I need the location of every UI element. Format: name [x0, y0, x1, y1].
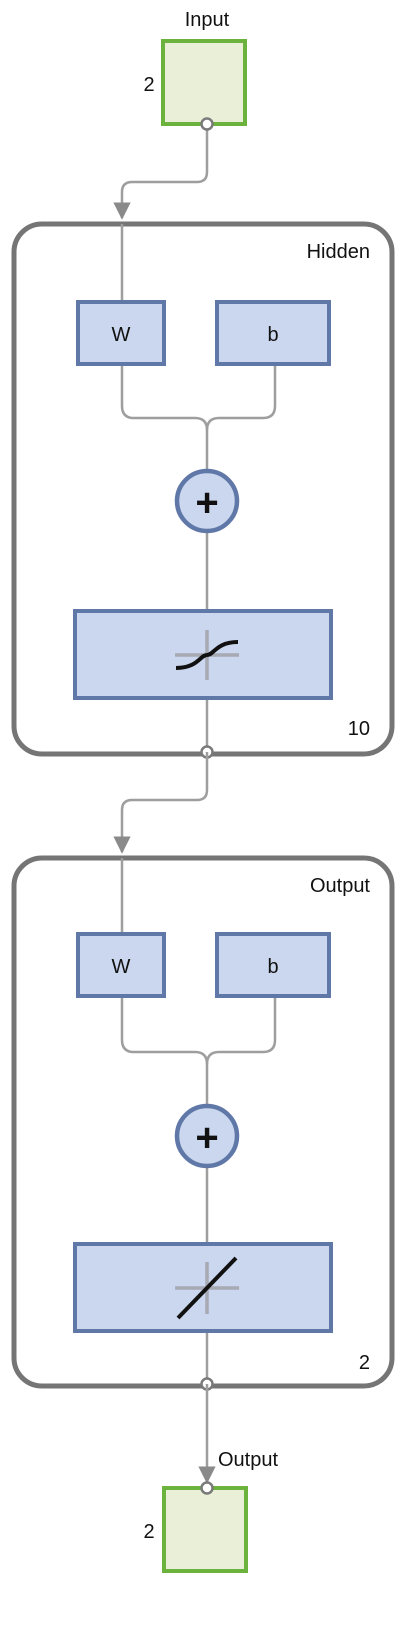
input-node: Input 2: [143, 9, 247, 126]
hidden-weight-block: [76, 300, 166, 366]
sigmoid-curve-icon: [175, 630, 239, 680]
input-to-hidden-wire: [113, 124, 209, 220]
hidden-weight-label: W: [112, 324, 131, 346]
input-box: [161, 39, 247, 126]
output-sum-symbol: +: [195, 1116, 218, 1160]
hidden-neuron-count: 10: [348, 718, 370, 740]
output-layer-title: Output: [310, 875, 370, 897]
input-size: 2: [143, 74, 154, 96]
hidden-layer: Hidden 10 W b +: [11, 221, 395, 757]
output-input-port: [200, 1481, 214, 1495]
hidden-bias-label: b: [267, 324, 278, 346]
output-sum-node: [174, 1103, 240, 1169]
hidden-bias-block: [215, 300, 331, 366]
input-label: Input: [185, 9, 230, 31]
hidden-bias-wire: [205, 364, 277, 431]
output-node: Output 2: [143, 1449, 278, 1573]
output-box: [162, 1486, 248, 1573]
output-size: 2: [143, 1521, 154, 1543]
output-label: Output: [218, 1449, 278, 1471]
hidden-sum-symbol: +: [195, 481, 218, 525]
hidden-to-output-wire: [113, 752, 209, 854]
hidden-layer-title: Hidden: [307, 241, 370, 263]
output-bias-block: [215, 932, 331, 998]
output-neuron-count: 2: [359, 1352, 370, 1374]
output-bias-label: b: [267, 956, 278, 978]
input-port: [200, 117, 214, 131]
output-layer: Output 2 W b +: [11, 855, 395, 1389]
linear-line-icon: [175, 1256, 239, 1320]
output-bias-wire: [205, 996, 277, 1065]
output-weight-block: [76, 932, 166, 998]
output-weight-label: W: [112, 956, 131, 978]
hidden-sum-node: [174, 468, 240, 534]
